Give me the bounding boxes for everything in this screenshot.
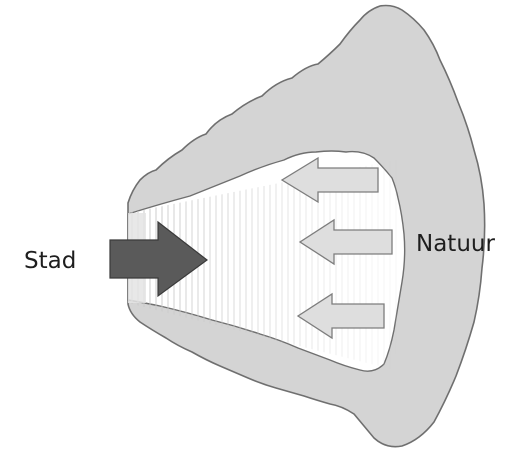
nature-label: Natuur [416,231,495,257]
city-arrow [109,220,208,298]
nature-arrow-bottom [296,292,385,340]
city-label: Stad [24,248,76,274]
nature-arrow-middle [298,218,393,266]
nature-arrow-top [280,156,379,204]
